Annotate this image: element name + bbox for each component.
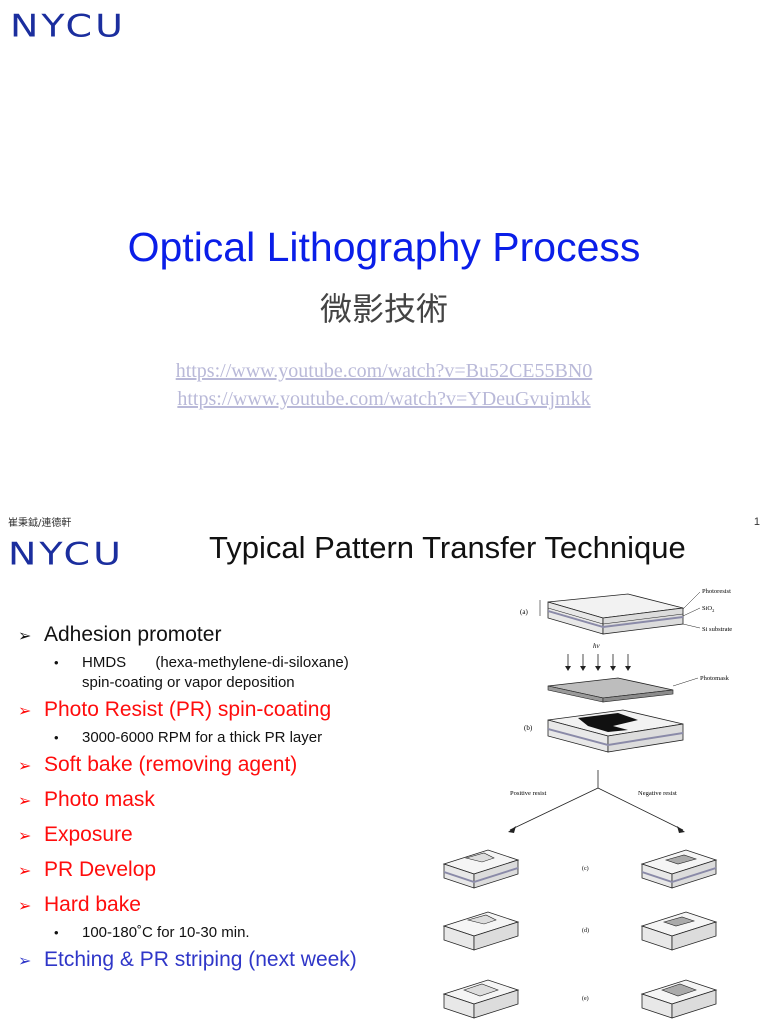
process-step-detail: • 100-180˚C for 10-30 min. xyxy=(18,923,428,943)
process-step: ➢ Exposure xyxy=(18,818,428,853)
label-d: (d) xyxy=(582,927,589,934)
label-a: (a) xyxy=(520,608,528,616)
step-e-strip: (e) xyxy=(442,979,718,1019)
label-photomask: Photomask xyxy=(700,675,730,682)
process-step: ➢ Adhesion promoter xyxy=(18,618,428,653)
process-step: ➢ Hard bake xyxy=(18,888,428,923)
bullet-dot-icon: • xyxy=(54,655,59,670)
step-a-wafer: (a) Photoresist SiO2 Si substrate xyxy=(520,588,732,635)
arrow-bullet-icon: ➢ xyxy=(18,756,32,775)
branch-arrows xyxy=(509,770,684,831)
process-step-detail-text: HMDS (hexa-methylene-di-siloxane) spin-c… xyxy=(82,654,349,691)
label-hv: hv xyxy=(593,642,601,650)
process-step-label: Photo Resist (PR) spin-coating xyxy=(44,698,332,721)
bullet-dot-icon: • xyxy=(54,925,59,940)
process-step: ➢ PR Develop xyxy=(18,853,428,888)
process-step-label: PR Develop xyxy=(44,858,157,881)
step-b-mask-exposure: Photomask (b) xyxy=(524,675,730,753)
slide-title: Typical Pattern Transfer Technique xyxy=(209,530,686,565)
process-step: ➢ Etching & PR striping (next week) xyxy=(18,943,428,978)
label-sio2: SiO2 xyxy=(702,605,714,613)
arrow-bullet-icon: ➢ xyxy=(18,861,32,880)
content-slide: 崔秉鉞/連德軒 1 NYCU Typical Pattern Transfer … xyxy=(0,500,768,1024)
page-number: 1 xyxy=(753,516,760,528)
label-negative-resist: Negative resist xyxy=(638,790,677,797)
arrow-bullet-icon: ➢ xyxy=(18,791,32,810)
label-e: (e) xyxy=(582,995,589,1002)
process-step: ➢ Soft bake (removing agent) xyxy=(18,748,428,783)
process-step-list: ➢ Adhesion promoter • HMDS (hexa-methylene-… xyxy=(18,618,428,978)
title-slide: NYCU Optical Lithography Process 微影技術 ht… xyxy=(0,0,768,500)
process-step-label: Hard bake xyxy=(44,893,141,916)
process-step: ➢ Photo Resist (PR) spin-coating xyxy=(18,693,428,728)
arrow-bullet-icon: ➢ xyxy=(18,626,32,645)
label-photoresist: Photoresist xyxy=(702,588,731,595)
video-link-2[interactable]: https://www.youtube.com/watch?v=YDeuGvuj… xyxy=(177,388,591,410)
nycu-logo: NYCU xyxy=(8,536,124,573)
arrow-bullet-icon: ➢ xyxy=(18,826,32,845)
pattern-transfer-diagram: (a) Photoresist SiO2 Si substrate hv Ph xyxy=(442,588,732,1019)
video-link-1[interactable]: https://www.youtube.com/watch?v=Bu52CE55… xyxy=(175,360,593,382)
nycu-logo: NYCU xyxy=(10,8,126,45)
process-step: ➢ Photo mask xyxy=(18,783,428,818)
process-step-label: Photo mask xyxy=(44,788,155,811)
step-d-etch: (d) xyxy=(442,911,718,951)
arrow-bullet-icon: ➢ xyxy=(18,701,32,720)
step-c-develop: (c) xyxy=(442,849,718,889)
arrow-bullet-icon: ➢ xyxy=(18,951,32,970)
process-step-detail-text: 3000-6000 RPM for a thick PR layer xyxy=(82,729,323,746)
slide-subtitle: 微影技術 xyxy=(319,290,448,328)
author-credit: 崔秉鉞/連德軒 xyxy=(8,518,72,529)
process-step-label: Exposure xyxy=(44,823,133,846)
slide-title: Optical Lithography Process xyxy=(127,224,641,270)
arrow-bullet-icon: ➢ xyxy=(18,896,32,915)
label-positive-resist: Positive resist xyxy=(510,790,546,797)
process-step-label: Soft bake (removing agent) xyxy=(44,753,298,776)
bullet-dot-icon: • xyxy=(54,730,59,745)
label-b: (b) xyxy=(524,724,533,732)
process-step-detail: • HMDS (hexa-methylene-di-siloxane) spin-… xyxy=(18,653,428,693)
label-si-substrate: Si substrate xyxy=(702,626,732,633)
process-step-label: Adhesion promoter xyxy=(44,623,222,646)
label-c: (c) xyxy=(582,865,589,872)
process-step-label: Etching & PR striping (next week) xyxy=(44,948,357,971)
exposure-arrows xyxy=(567,654,629,668)
process-step-detail-text: 100-180˚C for 10-30 min. xyxy=(82,924,250,941)
process-step-detail: • 3000-6000 RPM for a thick PR layer xyxy=(18,728,428,748)
